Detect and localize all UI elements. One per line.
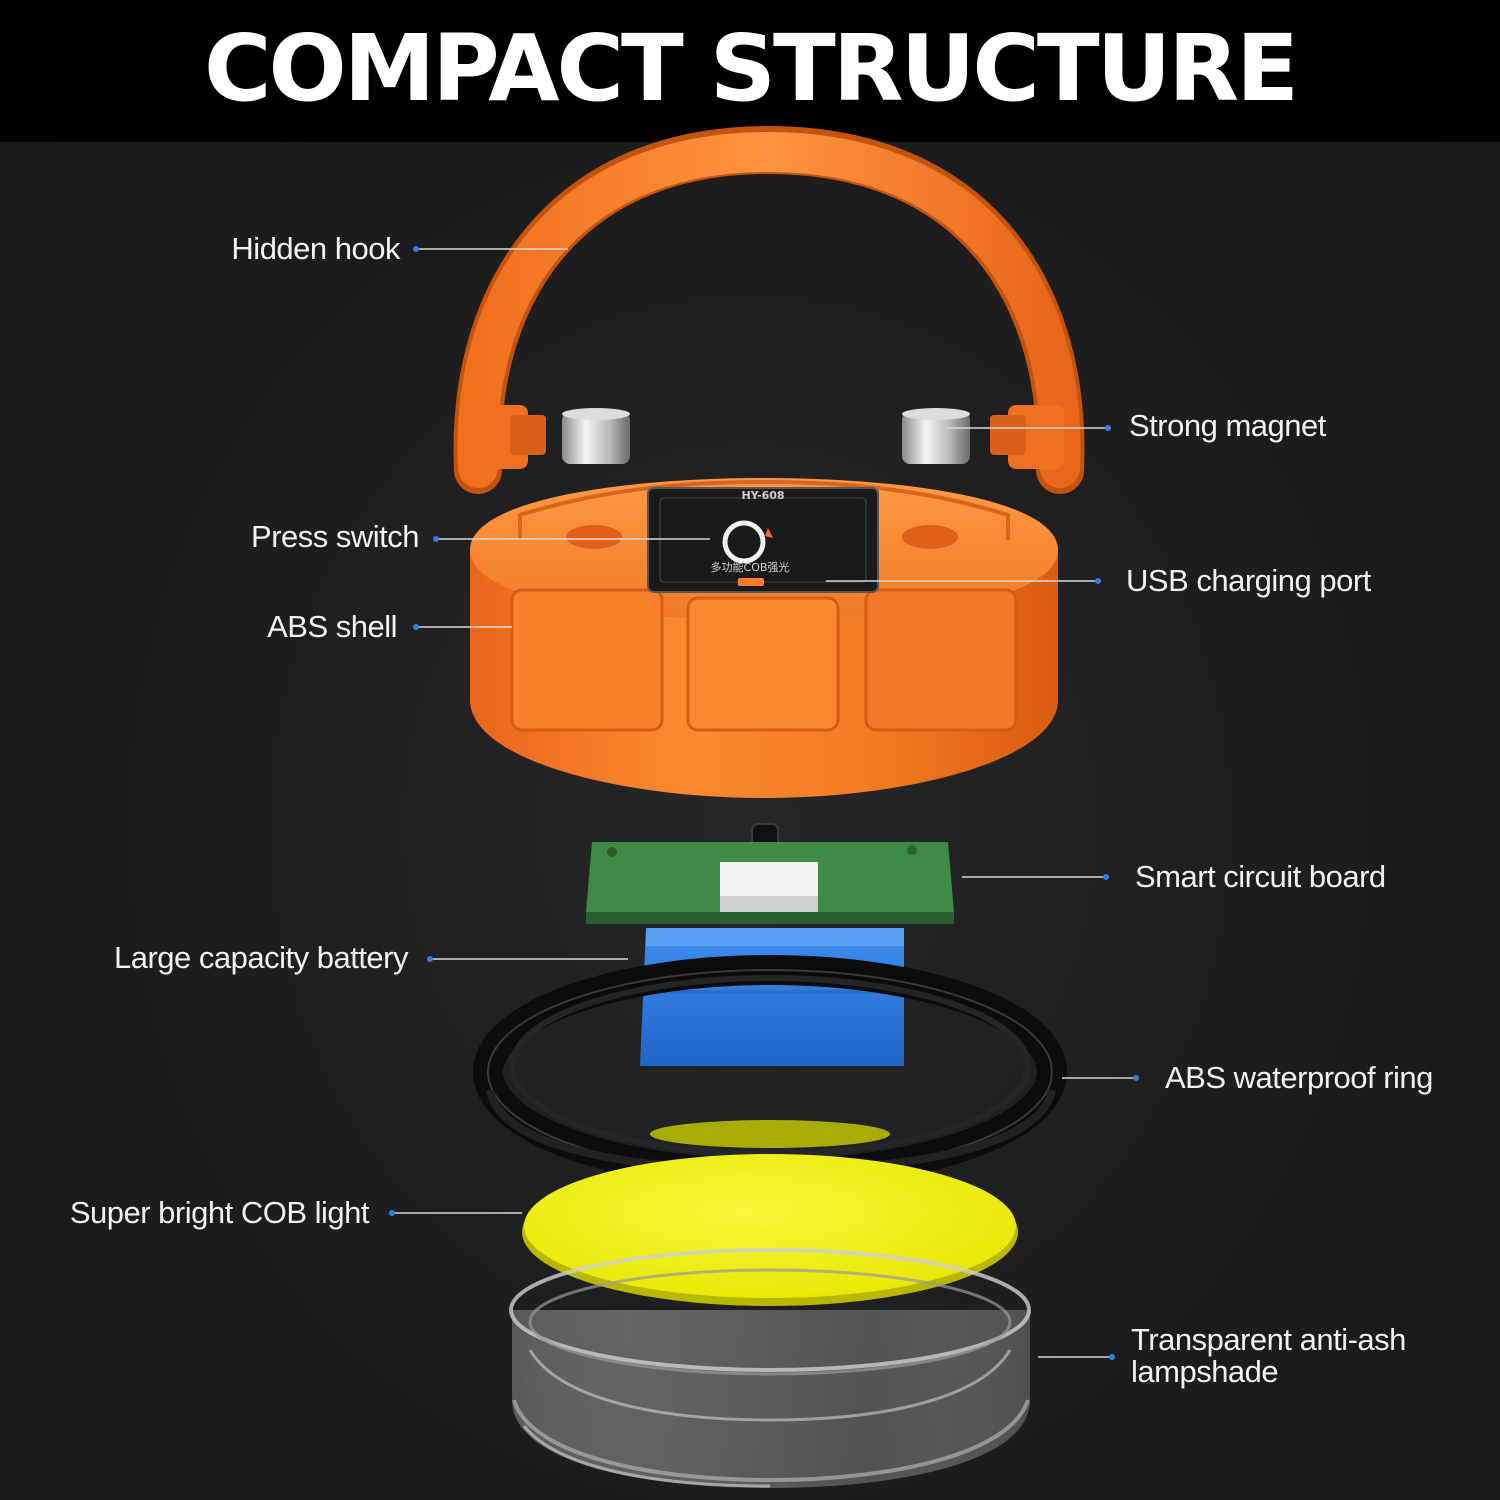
label-press-switch: Press switch <box>251 519 419 554</box>
device-model-text: HY-608 <box>741 489 784 502</box>
panel-caption-text: 多功能COB强光 <box>711 560 790 574</box>
label-abs-waterproof-ring: ABS waterproof ring <box>1165 1060 1433 1095</box>
hidden-hook-part <box>453 125 1085 494</box>
usb-port-icon <box>738 578 764 586</box>
label-large-capacity-battery: Large capacity battery <box>113 940 409 975</box>
leader-lines <box>389 246 1139 1360</box>
magnet-left <box>562 408 630 464</box>
label-hidden-hook: Hidden hook <box>231 231 400 266</box>
power-button-icon <box>722 520 766 564</box>
magnet-right <box>902 408 970 464</box>
title-bar: COMPACT STRUCTURE <box>0 0 1500 142</box>
page-title: COMPACT STRUCTURE <box>204 15 1299 122</box>
label-transparent-lampshade: Transparent anti-ash lampshade <box>1131 1322 1406 1389</box>
abs-shell-part: HY-608 多功能COB强光 <box>470 478 1058 798</box>
cob-light-part <box>522 1154 1018 1306</box>
label-usb-charging-port: USB charging port <box>1126 563 1371 598</box>
label-smart-circuit-board: Smart circuit board <box>1135 859 1386 894</box>
circuit-board-part <box>586 823 954 924</box>
label-strong-magnet: Strong magnet <box>1129 408 1326 443</box>
lampshade-part <box>509 1248 1031 1488</box>
label-abs-shell: ABS shell <box>267 609 397 644</box>
label-super-bright-cob-light: Super bright COB light <box>69 1195 370 1230</box>
battery-part <box>640 928 904 1066</box>
